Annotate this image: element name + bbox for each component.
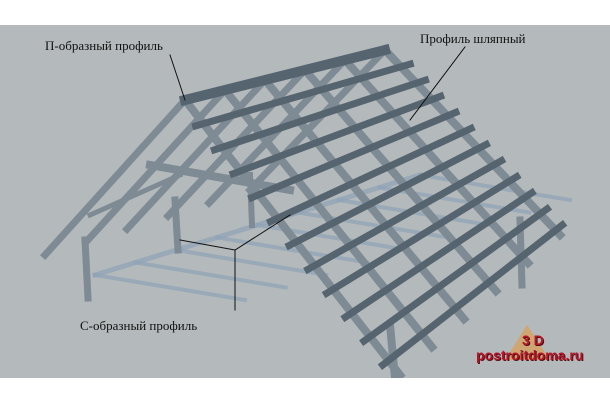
leader-line-c-profile bbox=[179, 239, 236, 251]
left-rafter bbox=[245, 45, 390, 195]
roof-frame-illustration: П-образный профиль Профиль шляпный С-обр… bbox=[0, 25, 610, 378]
c-profile-brace bbox=[86, 171, 184, 219]
hat-purlin bbox=[247, 107, 461, 203]
hat-purlin bbox=[303, 155, 507, 275]
c-profile-tie bbox=[145, 160, 295, 195]
post bbox=[81, 236, 92, 302]
hat-purlin bbox=[359, 203, 553, 347]
ground-shadow bbox=[91, 171, 424, 279]
hat-purlin bbox=[265, 123, 476, 227]
hat-purlin bbox=[191, 59, 415, 131]
label-p-profile: П-образный профиль bbox=[45, 38, 163, 53]
label-c-profile: С-образный профиль bbox=[80, 318, 198, 333]
leader-line-c-profile bbox=[234, 214, 291, 251]
left-rafter bbox=[40, 95, 190, 260]
ground-shadow bbox=[133, 260, 288, 290]
watermark-3d: 3 D bbox=[522, 332, 544, 348]
ground-shadow bbox=[173, 247, 329, 278]
label-hat-profile: Профиль шляпный bbox=[420, 31, 526, 46]
hat-purlin bbox=[209, 75, 430, 155]
hat-purlin bbox=[377, 220, 568, 370]
leader-line-hat-profile bbox=[409, 46, 466, 121]
watermark-site: postroitdoma.ru bbox=[476, 347, 584, 363]
hat-purlin bbox=[340, 187, 537, 323]
leader-line-p-profile bbox=[169, 54, 186, 101]
ridge-p-profile bbox=[178, 43, 392, 107]
watermark-pyramid-logo bbox=[505, 325, 550, 360]
ground-shadow bbox=[214, 235, 370, 265]
hat-purlin bbox=[284, 139, 492, 251]
hat-purlin bbox=[228, 91, 446, 179]
roof-frame-drawing bbox=[40, 43, 573, 378]
ground-shadow bbox=[92, 272, 248, 303]
hat-purlin bbox=[321, 171, 522, 299]
